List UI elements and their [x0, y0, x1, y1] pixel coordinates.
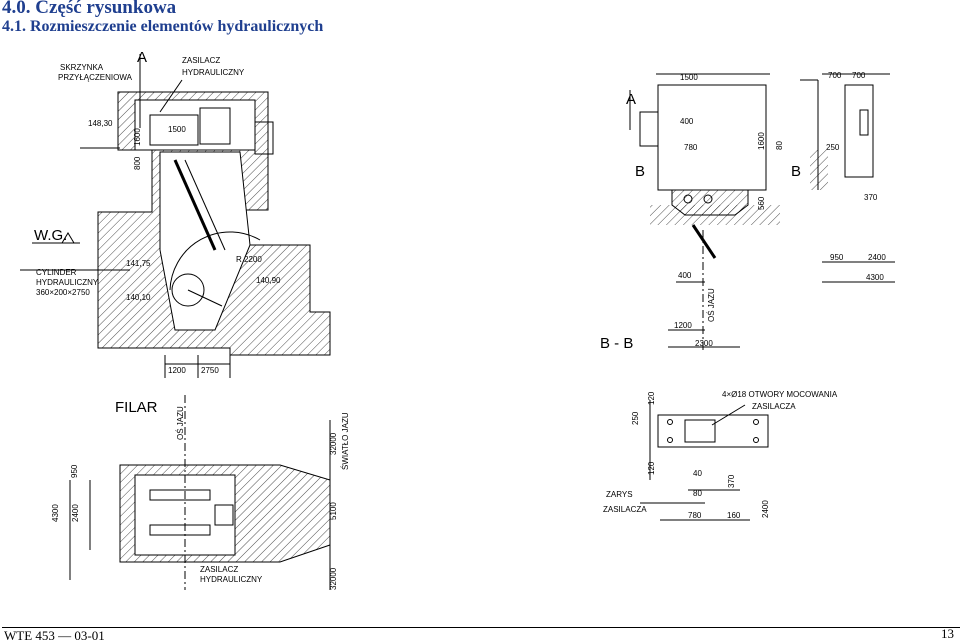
section-view — [20, 54, 331, 378]
subsection-title: 4.1. Rozmieszczenie elementów hydraulicz… — [2, 18, 324, 35]
dim-400: 400 — [680, 117, 694, 126]
label-zasilacz-2: HYDRAULICZNY — [182, 68, 245, 77]
mount-view — [640, 400, 769, 521]
view-b-labels: A B B 1500 700 700 400 780 1600 80 560 2… — [600, 71, 886, 352]
plan-view — [69, 395, 331, 590]
label-cylinder-1: CYLINDER — [36, 268, 77, 277]
dim-80-m: 80 — [693, 489, 702, 498]
zarys-label-2: ZASILACZA — [603, 505, 647, 514]
dim-950-b: 950 — [830, 253, 844, 262]
dim-1200: 1200 — [168, 366, 186, 375]
dim-120b: 120 — [647, 461, 656, 475]
dim-2300: 2300 — [695, 339, 713, 348]
dim-120a: 120 — [647, 391, 656, 405]
view-label-b-left: B — [635, 163, 645, 180]
document-code: WTE 453 — 03-01 — [4, 628, 105, 643]
dim-2750: 2750 — [201, 366, 219, 375]
dim-1200-b: 1200 — [674, 321, 692, 330]
machine-room — [134, 99, 256, 151]
label-skrzynka-1: SKRZYNKA — [60, 63, 104, 72]
section-label-bb: B - B — [600, 335, 633, 352]
gate-arc — [169, 231, 261, 291]
label-zasilacz-plan-1: ZASILACZ — [200, 565, 238, 574]
mount-plate — [657, 414, 769, 448]
dim-950: 950 — [70, 464, 79, 478]
holes-label-2: ZASILACZA — [752, 402, 796, 411]
footer-rule — [2, 627, 960, 628]
label-skrzynka-2: PRZYŁĄCZENIOWA — [58, 73, 133, 82]
gate-pivot — [171, 273, 205, 307]
dim-2400-m: 2400 — [761, 500, 770, 518]
dim-700b: 700 — [852, 71, 866, 80]
dim-2400: 2400 — [71, 504, 80, 522]
dim-5100: 5100 — [329, 502, 338, 520]
dim-800: 800 — [133, 156, 142, 170]
dim-160: 160 — [727, 511, 741, 520]
label-zasilacz-plan-2: HYDRAULICZNY — [200, 575, 263, 584]
level-140-10: 140,10 — [126, 293, 151, 302]
view-b — [629, 73, 895, 350]
label-cylinder-3: 360×200×2750 — [36, 288, 90, 297]
level-148: 148,30 — [88, 119, 113, 128]
dim-250-m: 250 — [631, 411, 640, 425]
dim-4300-b: 4300 — [866, 273, 884, 282]
control-box — [199, 107, 231, 145]
level-140-90: 140,90 — [256, 276, 281, 285]
dim-1500-b: 1500 — [680, 73, 698, 82]
tank-box — [657, 84, 767, 191]
dim-780-m: 780 — [688, 511, 702, 520]
label-filar: FILAR — [115, 399, 158, 416]
dim-1500: 1500 — [168, 125, 186, 134]
hydraulic-cylinder — [173, 159, 217, 251]
dim-700a: 700 — [828, 71, 842, 80]
label-a: A — [137, 49, 147, 66]
page-number: 13 — [941, 626, 954, 641]
cylinder-shaft — [159, 151, 251, 331]
dim-560: 560 — [757, 196, 766, 210]
section-view-labels: A SKRZYNKA PRZYŁĄCZENIOWA ZASILACZ HYDRA… — [34, 49, 281, 375]
label-wg: W.G. — [34, 227, 67, 244]
view-label-a: A — [626, 91, 636, 108]
dim-780: 780 — [684, 143, 698, 152]
os-jazu-b: OŚ JAZU — [707, 288, 716, 322]
os-jazu-label: OŚ JAZU — [176, 406, 185, 440]
dim-32000-bottom: 32000 — [329, 567, 338, 590]
section-title: 4.0. Część rysunkowa — [2, 0, 177, 18]
dim-1600: 1600 — [133, 128, 142, 146]
dim-370-m: 370 — [727, 474, 736, 488]
dim-4300: 4300 — [51, 504, 60, 522]
level-141: 141,75 — [126, 259, 151, 268]
dim-250: 250 — [826, 143, 840, 152]
swiatlo-jazu: ŚWIATŁO JAZU — [341, 412, 350, 470]
label-zasilacz-1: ZASILACZ — [182, 56, 220, 65]
zarys-label-1: ZARYS — [606, 490, 633, 499]
dim-2400-b: 2400 — [868, 253, 886, 262]
radius-label: R 2200 — [236, 255, 262, 264]
holes-label-1: 4×Ø18 OTWORY MOCOWANIA — [722, 390, 838, 399]
dim-32000-top: 32000 — [329, 432, 338, 455]
plan-view-labels: FILAR OŚ JAZU 32000 ŚWIATŁO JAZU 950 430… — [51, 399, 350, 590]
hydraulic-tank — [149, 114, 199, 146]
mount-view-labels: 4×Ø18 OTWORY MOCOWANIA ZASILACZA 250 120… — [603, 390, 838, 520]
dim-1600-b: 1600 — [757, 132, 766, 150]
dim-370: 370 — [864, 193, 878, 202]
dim-40: 40 — [693, 469, 702, 478]
dim-400b: 400 — [678, 271, 692, 280]
label-cylinder-2: HYDRAULICZNY — [36, 278, 99, 287]
dim-80: 80 — [775, 141, 784, 150]
view-label-b-right: B — [791, 163, 801, 180]
